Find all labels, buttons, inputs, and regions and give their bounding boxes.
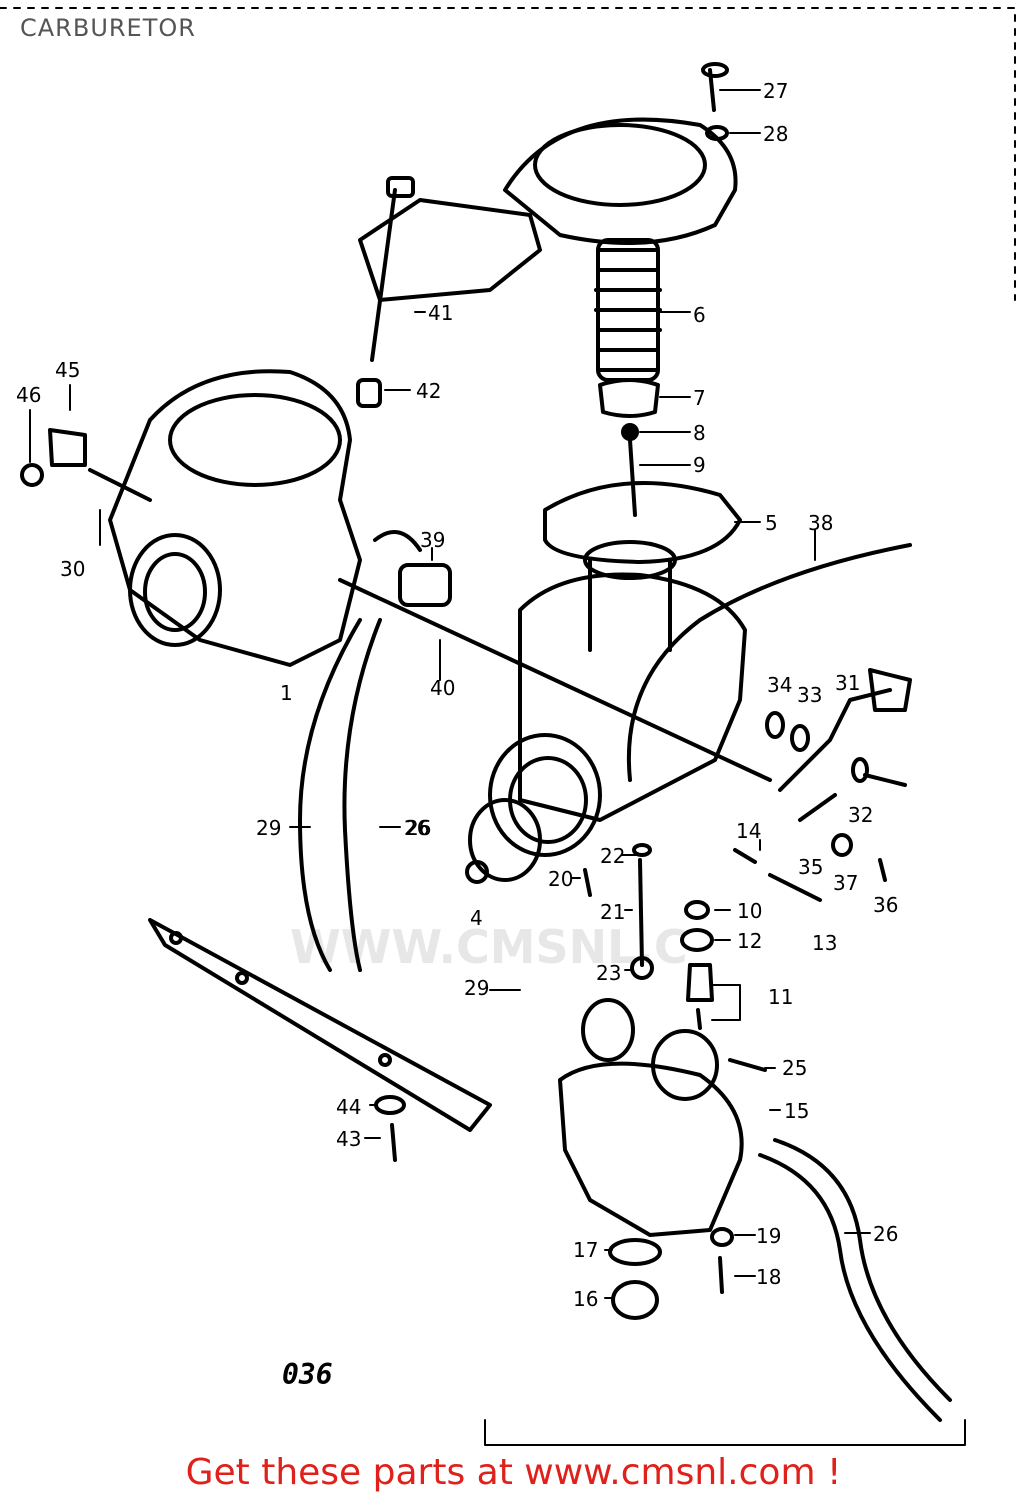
callout-26: 26 — [406, 816, 431, 840]
footer-link[interactable]: Get these parts at www.cmsnl.com ! — [185, 1452, 842, 1493]
right-carb-body — [518, 572, 747, 822]
callout-9: 9 — [693, 453, 706, 477]
callout-28: 28 — [763, 122, 788, 146]
callout-18: 18 — [756, 1265, 781, 1289]
callout-6: 6 — [693, 303, 706, 327]
mounting-bracket — [148, 918, 492, 1132]
float-bowl — [558, 1061, 744, 1237]
callout-17: 17 — [573, 1238, 598, 1262]
callout-13: 13 — [812, 931, 837, 955]
callout-8: 8 — [693, 421, 706, 445]
callout-44: 44 — [336, 1095, 361, 1119]
callout-1: 1 — [280, 681, 293, 705]
callout-22: 22 — [600, 844, 625, 868]
callout-29: 29 — [256, 816, 281, 840]
callout-46: 46 — [16, 383, 41, 407]
callout-16: 16 — [573, 1287, 598, 1311]
callout-12: 12 — [737, 929, 762, 953]
adjuster-screw — [370, 188, 397, 362]
callout-26: 26 — [873, 1222, 898, 1246]
vent-hose — [298, 618, 362, 972]
figure-number: 036 — [282, 1358, 333, 1391]
diagram-title: CARBURETOR — [20, 14, 196, 42]
fuel-hose — [626, 543, 912, 782]
jet-needle — [628, 438, 637, 517]
callout-31: 31 — [835, 671, 860, 695]
spring — [594, 238, 662, 382]
callout-29: 29 — [464, 976, 489, 1000]
throttle-shaft — [338, 578, 772, 782]
callout-30: 30 — [60, 557, 85, 581]
callout-33: 33 — [797, 683, 822, 707]
callout-32: 32 — [848, 803, 873, 827]
callout-37: 37 — [833, 871, 858, 895]
callout-4: 4 — [470, 906, 483, 930]
callout-11: 11 — [768, 985, 793, 1009]
callout-35: 35 — [798, 855, 823, 879]
callout-23: 23 — [596, 961, 621, 985]
callout-7: 7 — [693, 386, 706, 410]
callout-39: 39 — [420, 528, 445, 552]
callout-26: 26 — [404, 816, 429, 840]
callout-36: 36 — [873, 893, 898, 917]
callout-41: 41 — [428, 301, 453, 325]
callout-40: 40 — [430, 676, 455, 700]
drain-hose — [758, 1153, 942, 1422]
callout-15: 15 — [784, 1099, 809, 1123]
callout-20: 20 — [548, 867, 573, 891]
callout-21: 21 — [600, 900, 625, 924]
callout-43: 43 — [336, 1127, 361, 1151]
callout-38: 38 — [808, 511, 833, 535]
callout-27: 27 — [763, 79, 788, 103]
callout-42: 42 — [416, 379, 441, 403]
callout-25: 25 — [782, 1056, 807, 1080]
callout-5: 5 — [765, 511, 778, 535]
diaphragm — [543, 481, 742, 564]
callout-45: 45 — [55, 358, 80, 382]
callout-14: 14 — [736, 819, 761, 843]
spring-seat — [598, 378, 660, 418]
callout-19: 19 — [756, 1224, 781, 1248]
callout-34: 34 — [767, 673, 792, 697]
callout-10: 10 — [737, 899, 762, 923]
left-carb-body — [108, 369, 362, 667]
